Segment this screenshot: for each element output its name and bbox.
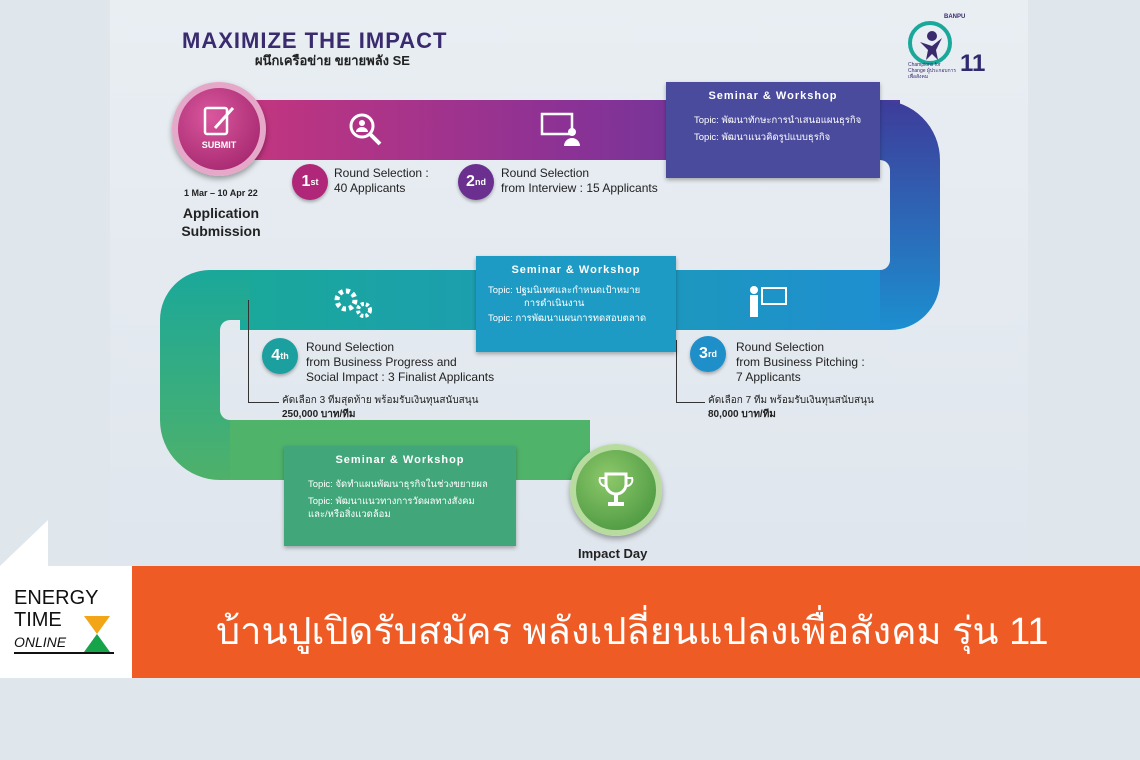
workshop-3: Seminar & Workshop Topic: จัดทำแผนพัฒนาธ… xyxy=(284,446,516,546)
round-1-text: Round Selection :40 Applicants xyxy=(334,166,429,195)
round-4-note: คัดเลือก 3 ทีมสุดท้าย พร้อมรับเงินทุนสนั… xyxy=(282,395,479,420)
trophy-icon xyxy=(598,472,634,506)
round-4-bracket xyxy=(248,300,279,403)
application-submission: Application Submission xyxy=(181,205,261,239)
hourglass-logo-icon xyxy=(84,616,110,652)
impact-day-label: Impact Day xyxy=(578,546,648,561)
pencil-document-icon xyxy=(203,106,235,136)
presentation-icon xyxy=(750,286,787,317)
submit-circle: SUBMIT xyxy=(172,82,266,176)
brand-line-2: TIME xyxy=(14,609,62,631)
brand-underline xyxy=(14,652,114,654)
workshop-2: Seminar & Workshop Topic: ปฐมนิเทศและกำห… xyxy=(476,256,676,352)
brand-line-3: ONLINE xyxy=(14,634,67,650)
headline-banner: บ้านปูเปิดรับสมัคร พลังเปลี่ยนแปลงเพื่อส… xyxy=(132,566,1140,678)
submit-label: SUBMIT xyxy=(201,140,237,150)
logo-figure-icon xyxy=(908,21,952,65)
page-title: MAXIMIZE THE IMPACT xyxy=(182,28,448,53)
corner-decoration xyxy=(0,520,48,566)
logo-caption: Champions for Change ผู้ประกอบการเพื่อสั… xyxy=(908,62,957,80)
brand-line-1: ENERGY xyxy=(14,587,99,609)
page-subtitle: ผนึกเครือข่าย ขยายพลัง SE xyxy=(255,53,410,68)
round-3-bracket xyxy=(676,340,705,403)
submission-date: 1 Mar – 10 Apr 22 xyxy=(184,188,258,198)
brand-box xyxy=(0,566,132,678)
workshop-1: Seminar & Workshop Topic: พัฒนาทักษะการน… xyxy=(666,82,880,178)
banpu-logo: BANPU 11 Champions for Change ผู้ประกอบก… xyxy=(908,10,988,80)
impact-day-circle xyxy=(570,444,662,536)
logo-number: 11 xyxy=(960,50,986,77)
gears-icon xyxy=(334,288,372,318)
headline-text: บ้านปูเปิดรับสมัคร พลังเปลี่ยนแปลงเพื่อส… xyxy=(216,611,1049,653)
logo-org: BANPU xyxy=(944,14,966,20)
online-interview-icon xyxy=(540,112,580,146)
search-people-icon xyxy=(349,113,382,146)
